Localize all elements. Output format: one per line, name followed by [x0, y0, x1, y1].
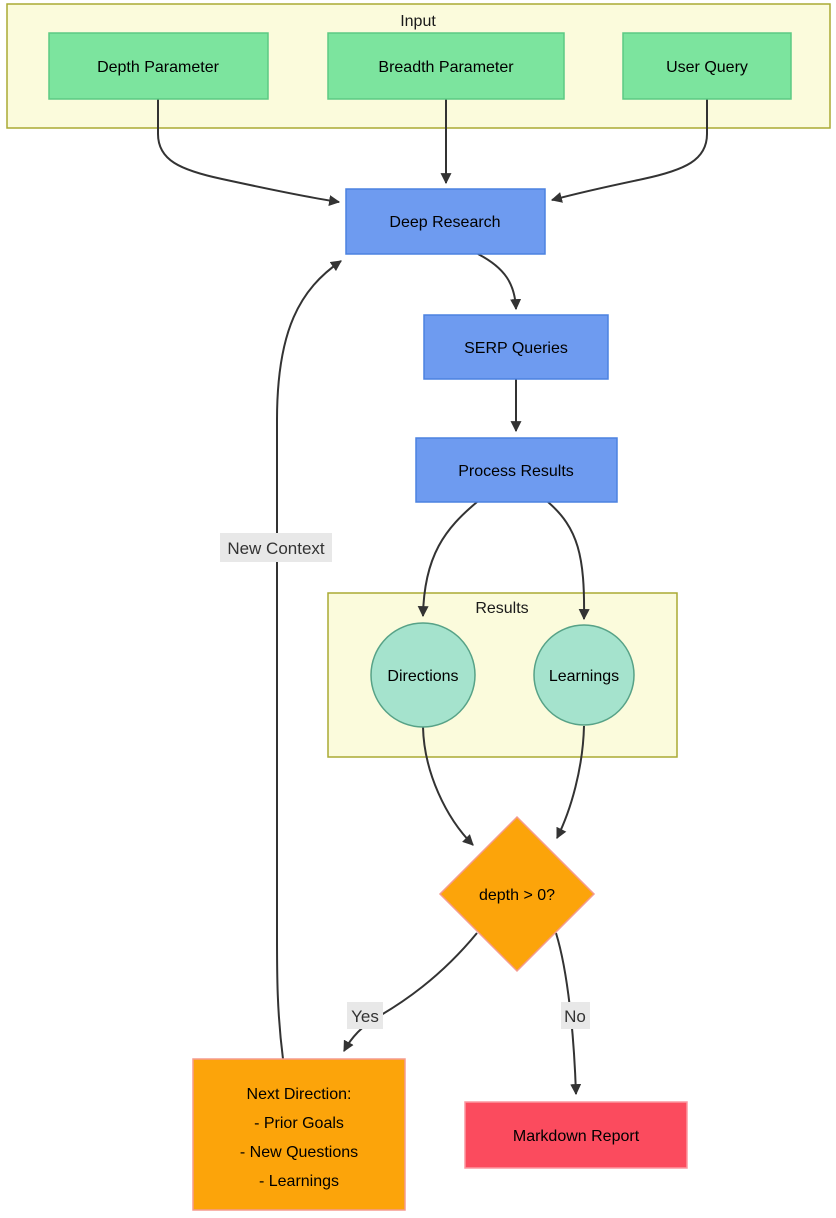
node-markdown-report-box — [464, 1101, 688, 1169]
edge-label-new-context: New Context — [220, 533, 332, 562]
node-deep-research: Deep Research — [345, 188, 546, 255]
node-deep-research-label: Deep Research — [389, 214, 500, 231]
node-depth-parameter: Depth Parameter — [48, 32, 269, 100]
node-markdown-report: Markdown Report — [464, 1101, 688, 1169]
edge-directions-to-depth-check — [422, 726, 474, 846]
node-depth-check-label: depth > 0? — [479, 887, 555, 904]
node-depth-check-diamond — [438, 815, 596, 973]
node-depth-parameter-box — [48, 32, 269, 100]
node-directions-label: Directions — [387, 668, 458, 685]
node-next-direction-line-1: Next Direction: — [247, 1086, 352, 1103]
edge-process-results-to-directions — [417, 501, 478, 618]
node-user-query-box — [622, 32, 792, 100]
edge-learnings-to-depth-check — [556, 725, 585, 839]
edge-user-query-to-deep-research — [550, 99, 708, 203]
node-breadth-parameter: Breadth Parameter — [327, 32, 565, 100]
node-directions: Directions — [370, 622, 476, 728]
node-next-direction: Next Direction: - Prior Goals - New Ques… — [192, 1058, 406, 1211]
container-results-title: Results — [475, 600, 528, 617]
container-input-title: Input — [400, 13, 436, 30]
node-learnings: Learnings — [533, 624, 635, 726]
edge-deep-research-to-serp-queries — [477, 253, 522, 311]
edge-next-direction-to-deep-research — [276, 260, 342, 1060]
node-process-results: Process Results — [415, 437, 618, 503]
node-depth-check: depth > 0? — [438, 815, 596, 973]
node-deep-research-box — [345, 188, 546, 255]
edge-label-no: No — [561, 1002, 590, 1029]
node-user-query: User Query — [622, 32, 792, 100]
node-process-results-label: Process Results — [458, 463, 574, 480]
edge-label-yes-bg — [347, 1002, 383, 1029]
edge-label-new-context-bg — [220, 533, 332, 562]
node-next-direction-box — [192, 1058, 406, 1211]
node-learnings-label: Learnings — [549, 668, 619, 685]
edge-label-yes-text: Yes — [351, 1007, 379, 1026]
node-process-results-box — [415, 437, 618, 503]
node-next-direction-line-2: - Prior Goals — [254, 1115, 344, 1132]
edge-label-yes: Yes — [347, 1002, 383, 1029]
node-depth-parameter-label: Depth Parameter — [97, 59, 220, 76]
edge-label-no-text: No — [564, 1007, 586, 1026]
node-next-direction-line-4: - Learnings — [259, 1173, 339, 1190]
node-directions-circle — [370, 622, 476, 728]
edge-label-new-context-text: New Context — [227, 539, 325, 558]
node-learnings-circle — [533, 624, 635, 726]
node-breadth-parameter-label: Breadth Parameter — [378, 59, 514, 76]
node-serp-queries-box — [423, 314, 609, 380]
edge-label-no-bg — [561, 1002, 590, 1029]
edge-process-results-to-learnings — [547, 501, 590, 621]
node-next-direction-line-3: - New Questions — [240, 1144, 358, 1161]
edge-depth-parameter-to-deep-research — [157, 99, 341, 206]
node-serp-queries: SERP Queries — [423, 314, 609, 380]
node-user-query-label: User Query — [666, 59, 748, 76]
node-breadth-parameter-box — [327, 32, 565, 100]
node-markdown-report-label: Markdown Report — [513, 1128, 640, 1145]
node-serp-queries-label: SERP Queries — [464, 340, 568, 357]
